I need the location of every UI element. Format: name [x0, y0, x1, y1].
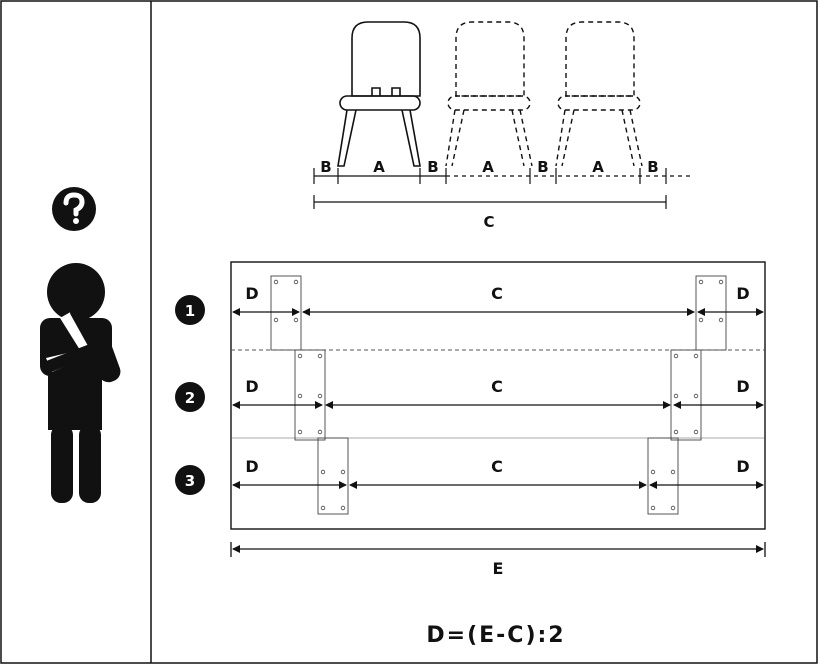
svg-text:1: 1 [185, 302, 195, 320]
row-2-left-label: D [245, 377, 258, 396]
bracket-screws-row-3 [320, 469, 676, 511]
formula: D=(E-C):2 [426, 623, 565, 648]
svg-text:3: 3 [185, 472, 195, 490]
svg-text:2: 2 [185, 389, 195, 407]
row-3-middle-label: C [491, 457, 503, 476]
thinking-person-icon [40, 263, 121, 503]
chair-icon-ghost-1 [445, 21, 533, 167]
chair-label-b3: B [537, 158, 548, 176]
chair-label-b1: B [320, 158, 331, 176]
table-width-dimension [230, 542, 766, 557]
row-number-badge-2: 2 [175, 382, 205, 412]
row-number-badge-3: 3 [175, 465, 205, 495]
leg-brackets-row-3 [317, 437, 679, 515]
bracket-screws-row-2 [297, 353, 699, 435]
chair-label-b4: B [647, 158, 658, 176]
leg-brackets-row-2 [294, 349, 702, 441]
row-3-right-label: D [736, 457, 749, 476]
row-1-right-label: D [736, 284, 749, 303]
chair-label-b2: B [427, 158, 438, 176]
row-2-middle-label: C [491, 377, 503, 396]
chair-label-a2: A [482, 158, 494, 176]
chair-total-label: C [483, 213, 494, 231]
chair-icon [337, 21, 421, 167]
chair-dimension-line [313, 168, 694, 184]
chair-label-a1: A [373, 158, 385, 176]
question-circle-icon [52, 187, 96, 231]
row-3-left-label: D [245, 457, 258, 476]
table-width-label: E [493, 559, 504, 578]
row-1-left-label: D [245, 284, 258, 303]
table-top [230, 261, 766, 530]
row-1-middle-label: C [491, 284, 503, 303]
row-2-right-label: D [736, 377, 749, 396]
row-number-badge-1: 1 [175, 295, 205, 325]
chair-total-dimension [313, 195, 667, 209]
chair-icon-ghost-2 [555, 21, 643, 167]
bracket-screws-row-1 [273, 279, 724, 323]
chair-label-a3: A [592, 158, 604, 176]
